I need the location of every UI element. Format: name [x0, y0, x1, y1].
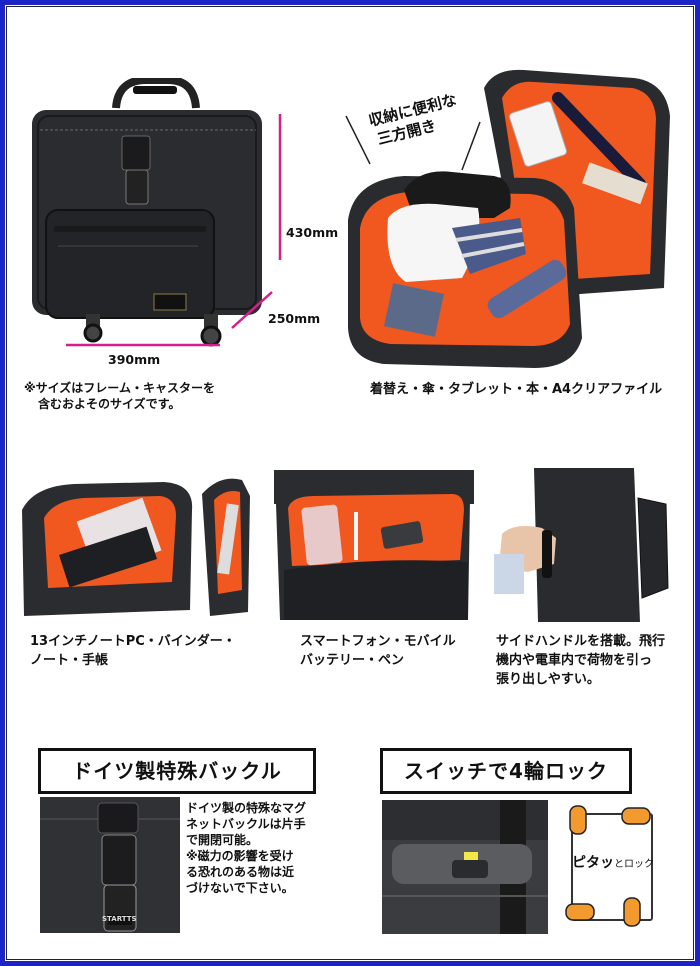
laptop-caption: 13インチノートPC・バインダー・ ノート・手帳 [30, 632, 236, 670]
handle-caption-line: 張り出しやすい。 [496, 672, 600, 687]
bag-front-photo [28, 78, 273, 350]
buckle-desc-line: づけないで下さい。 [186, 881, 294, 895]
phone-caption-line: スマートフォン・モバイル [300, 634, 456, 649]
wheel-lock-diagram [552, 800, 672, 934]
lock-label-main: ピタッ [572, 855, 614, 871]
buckle-title-box: ドイツ製特殊バックル [38, 748, 316, 794]
wheel-lock-label: ピタッとロック [572, 852, 654, 872]
phone-pocket-photo [274, 470, 474, 622]
size-note-line: 含むおよそのサイズです。 [38, 397, 181, 411]
laptop-caption-line: 13インチノートPC・バインダー・ [30, 634, 236, 649]
depth-dimension: 250mm [268, 311, 321, 326]
side-handle-photo [494, 468, 674, 622]
buckle-title: ドイツ製特殊バックル [72, 759, 282, 783]
wheel-lock-photo [382, 800, 548, 934]
laptop-compartment-photo [14, 470, 252, 622]
lock-label-small: とロック [614, 859, 654, 870]
callout-lines [345, 115, 481, 171]
lock-title: スイッチで4輪ロック [404, 759, 608, 783]
laptop-caption-line: ノート・手帳 [30, 653, 109, 668]
buckle-desc-line: ドイツ製の特殊なマグ [186, 801, 307, 815]
phone-caption-line: バッテリー・ペン [300, 653, 405, 668]
buckle-desc-line: で開閉可能。 [186, 833, 259, 847]
buckle-desc-line: ネットバックルは片手 [186, 817, 306, 831]
width-dimension: 390mm [108, 352, 161, 367]
inner-frame [6, 6, 694, 960]
buckle-brand-tag: STARTTS [102, 915, 137, 923]
handle-caption-line: 機内や電車内で荷物を引っ [496, 653, 653, 668]
buckle-photo [40, 797, 180, 933]
height-dimension: 430mm [286, 225, 339, 240]
size-note-line: ※サイズはフレーム・キャスターを [24, 381, 215, 395]
phone-caption: スマートフォン・モバイル バッテリー・ペン [300, 632, 456, 670]
size-note: ※サイズはフレーム・キャスターを 含むおよそのサイズです。 [24, 380, 254, 412]
dimension-lines [66, 114, 282, 347]
open-bag-photo [344, 68, 684, 372]
buckle-desc-line: る恐れのある物は近 [186, 865, 295, 879]
storage-caption: 着替え・傘・タブレット・本・A4クリアファイル [370, 382, 663, 397]
handle-caption: サイドハンドルを搭載。飛行 機内や電車内で荷物を引っ 張り出しやすい。 [496, 632, 665, 689]
handle-caption-line: サイドハンドルを搭載。飛行 [496, 634, 666, 649]
buckle-desc-line: ※磁力の影響を受け [186, 849, 294, 863]
lock-title-box: スイッチで4輪ロック [380, 748, 632, 794]
buckle-description: ドイツ製の特殊なマグ ネットバックルは片手 で開閉可能。 ※磁力の影響を受け る… [186, 800, 326, 896]
